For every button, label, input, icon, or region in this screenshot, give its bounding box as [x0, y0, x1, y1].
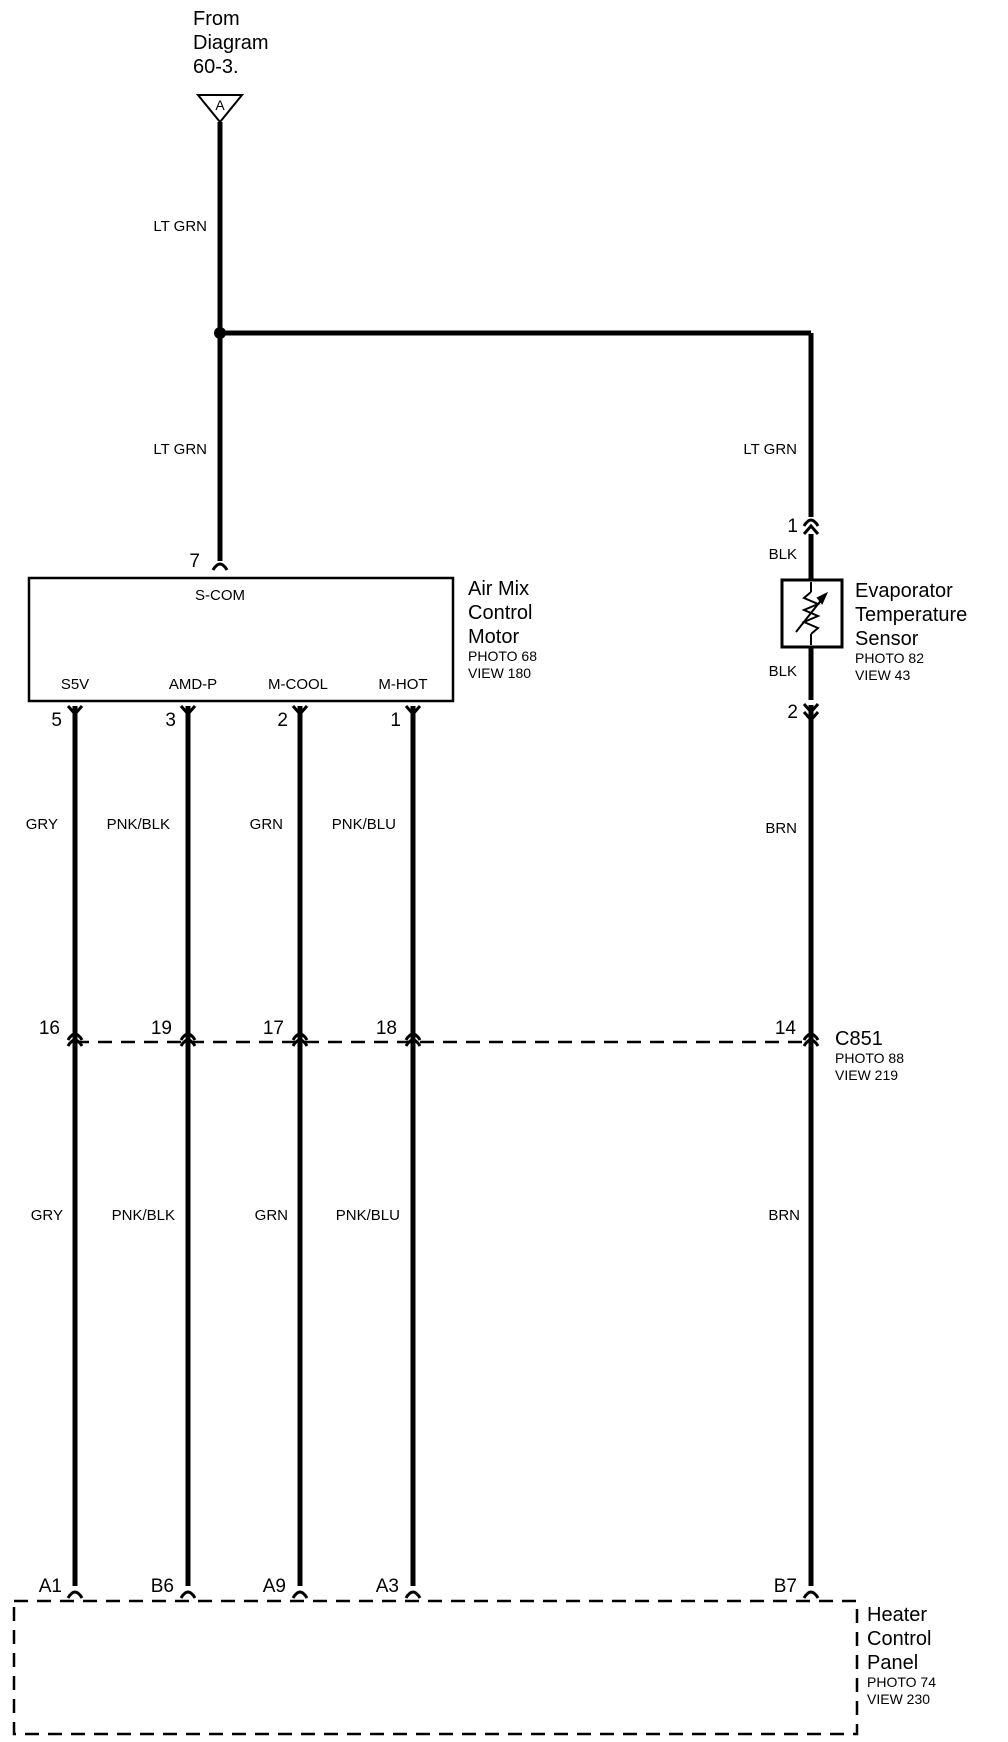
terminal-icon: [211, 562, 229, 571]
air-mix-title-1: Air Mix: [468, 578, 529, 600]
sensor-title-2: Temperature: [855, 604, 967, 626]
heater-photo: PHOTO 74: [867, 1674, 936, 1690]
c851-pin-14: 14: [775, 1018, 797, 1039]
terminal-icon: [66, 1590, 820, 1599]
air-mix-signal-s5v: S5V: [61, 676, 89, 693]
source-ref-line-2: Diagram: [193, 32, 269, 54]
wire-lt-grn-main: [217, 122, 814, 561]
air-mix-signal-m-hot: M-HOT: [378, 676, 427, 693]
wire-label-blk-upper: BLK: [769, 546, 797, 563]
splice-point: [214, 327, 226, 339]
wire-label-brn-lower: BRN: [768, 1207, 800, 1224]
wire-label-top: LT GRN: [153, 218, 207, 235]
air-mix-pin-3: 3: [165, 710, 176, 731]
heater-title-3: Panel: [867, 1652, 918, 1674]
air-mix-title-2: Control: [468, 602, 532, 624]
wire-label-brn-upper: BRN: [765, 820, 797, 837]
heater-pin-a3: A3: [376, 1576, 399, 1597]
terminal-icon: [802, 518, 820, 535]
wire-bundle: [72, 705, 814, 1586]
sensor-pin-2: 2: [787, 702, 798, 723]
off-page-connector-icon[interactable]: A: [195, 94, 245, 124]
air-mix-pin-5: 5: [51, 710, 62, 731]
air-mix-signal-s-com: S-COM: [195, 587, 245, 604]
terminal-icon: [802, 703, 820, 723]
air-mix-photo: PHOTO 68: [468, 648, 537, 664]
terminal-icon: [66, 1032, 820, 1047]
wire-label-pnk-blk-lower: PNK/BLK: [112, 1207, 175, 1224]
source-ref-line-1: From: [193, 8, 240, 30]
c851-photo: PHOTO 88: [835, 1050, 904, 1066]
air-mix-control-motor[interactable]: [27, 576, 455, 703]
wire-label-grn-upper: GRN: [250, 816, 283, 833]
sensor-view: VIEW 43: [855, 667, 910, 683]
source-ref-line-3: 60-3.: [193, 56, 239, 78]
wire-label-pnk-blu-upper: PNK/BLU: [332, 816, 396, 833]
sensor-title-1: Evaporator: [855, 580, 953, 602]
air-mix-pin-1: 1: [390, 710, 401, 731]
wire-label-mid-left: LT GRN: [153, 441, 207, 458]
sensor-title-3: Sensor: [855, 628, 919, 650]
wire-label-pnk-blu-lower: PNK/BLU: [336, 1207, 400, 1224]
sensor-pin-1: 1: [787, 516, 798, 537]
heater-title-1: Heater: [867, 1604, 927, 1626]
wire-label-gry-upper: GRY: [26, 816, 58, 833]
c851-pin-19: 19: [151, 1018, 172, 1039]
air-mix-title-3: Motor: [468, 626, 519, 648]
air-mix-signal-m-cool: M-COOL: [268, 676, 328, 693]
heater-pin-a9: A9: [263, 1576, 286, 1597]
air-mix-view: VIEW 180: [468, 665, 531, 681]
c851-name: C851: [835, 1028, 883, 1050]
heater-pin-b6: B6: [151, 1576, 174, 1597]
off-page-connector-label: A: [215, 97, 225, 113]
c851-pin-18: 18: [376, 1018, 397, 1039]
heater-pin-a1: A1: [39, 1576, 62, 1597]
c851-view: VIEW 219: [835, 1067, 898, 1083]
c851-pin-16: 16: [39, 1018, 60, 1039]
terminal-icon: [66, 705, 422, 717]
heater-view: VIEW 230: [867, 1691, 930, 1707]
heater-title-2: Control: [867, 1628, 931, 1650]
sensor-photo: PHOTO 82: [855, 650, 924, 666]
air-mix-signal-amd-p: AMD-P: [169, 676, 217, 693]
wire-label-grn-lower: GRN: [255, 1207, 288, 1224]
heater-pin-b7: B7: [774, 1576, 797, 1597]
heater-control-panel[interactable]: [12, 1599, 859, 1736]
air-mix-pin-7: 7: [189, 551, 200, 572]
wire-label-blk-lower: BLK: [769, 663, 797, 680]
wire-label-mid-right: LT GRN: [743, 441, 797, 458]
wire-label-pnk-blk-upper: PNK/BLK: [107, 816, 170, 833]
air-mix-pin-2: 2: [277, 710, 288, 731]
wire-label-gry-lower: GRY: [31, 1207, 63, 1224]
thermistor-icon: [795, 582, 829, 645]
c851-pin-17: 17: [263, 1018, 284, 1039]
